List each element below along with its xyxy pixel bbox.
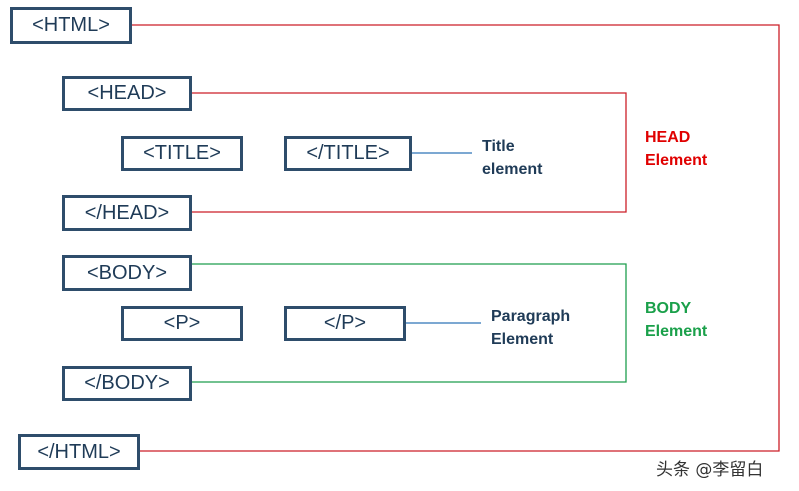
head-bracket-line [191,92,627,213]
head-close-tag: </HEAD> [62,195,192,231]
p-open-tag: <P> [121,306,243,341]
watermark: 头条 @李留白 [656,460,764,480]
html-close-tag: </HTML> [18,434,140,470]
body-bracket-line [191,263,627,383]
head-open-tag: <HEAD> [62,76,192,111]
title-close-tag: </TITLE> [284,136,412,171]
body-element-label: BODY Element [645,300,708,340]
title-element-label: Title element [482,138,543,178]
body-open-tag: <BODY> [62,255,192,291]
html-bracket-line [131,24,780,452]
head-element-label: HEAD Element [645,129,708,169]
body-close-tag: </BODY> [62,366,192,401]
html-open-tag: <HTML> [10,7,132,44]
title-open-tag: <TITLE> [121,136,243,171]
p-close-tag: </P> [284,306,406,341]
paragraph-element-label: Paragraph Element [491,308,571,348]
